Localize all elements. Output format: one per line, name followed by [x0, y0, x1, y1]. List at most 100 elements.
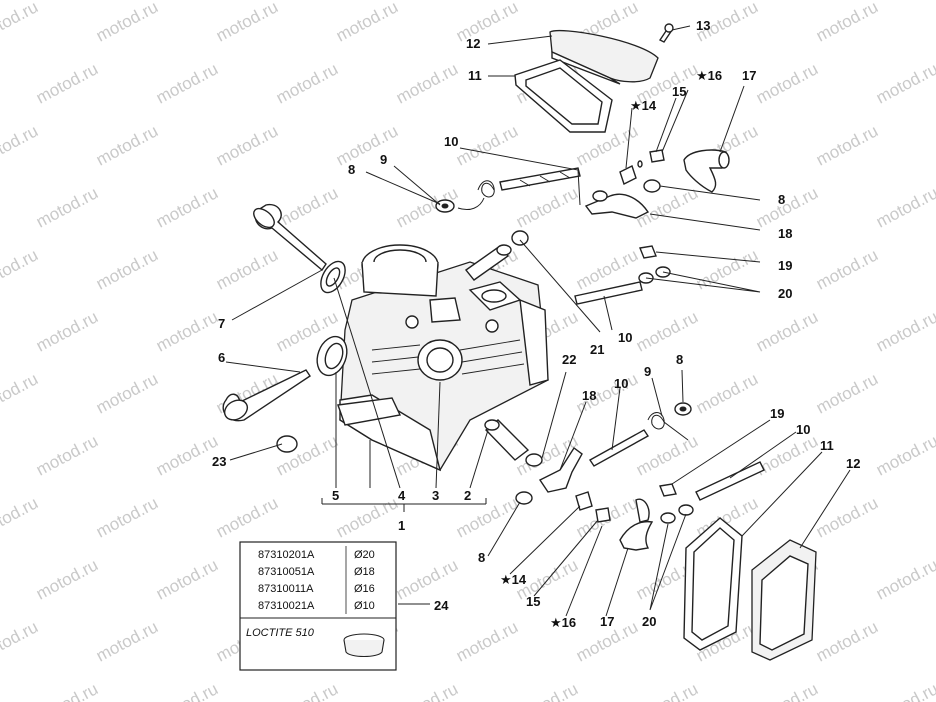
- watermark-text: motod.ru: [273, 183, 341, 231]
- callout-22: 22: [562, 352, 576, 367]
- callout-6: 6: [218, 350, 225, 365]
- watermark-text: motod.ru: [453, 121, 521, 169]
- watermark-text: motod.ru: [0, 0, 41, 46]
- watermark-text: motod.ru: [813, 121, 881, 169]
- callout-5: 5: [332, 488, 339, 503]
- watermark-text: motod.ru: [753, 307, 821, 355]
- cylinder-head-drawing: [337, 244, 549, 472]
- watermark-text: motod.ru: [153, 307, 221, 355]
- watermark-text: motod.ru: [213, 121, 281, 169]
- watermark-text: motod.ru: [453, 0, 521, 46]
- watermark-text: motod.ru: [693, 369, 761, 417]
- watermark-text: motod.ru: [0, 245, 41, 293]
- watermark-text: motod.ru: [873, 307, 936, 355]
- small-parts-upper-drawing: [619, 149, 665, 193]
- callout-21: 21: [590, 342, 604, 357]
- watermark-text: motod.ru: [33, 431, 101, 479]
- leader-lines: [225, 25, 851, 617]
- watermark-text: motod.ru: [393, 555, 461, 603]
- watermark-text: motod.ru: [693, 245, 761, 293]
- cover-lower-drawing: [751, 539, 817, 661]
- callout-2: 2: [464, 488, 471, 503]
- table-row-2-code: 87310051A: [258, 566, 315, 578]
- watermark-text: motod.ru: [33, 183, 101, 231]
- nut-washer-upper-drawing: [638, 245, 671, 284]
- watermark-text: motod.ru: [153, 431, 221, 479]
- gasket-lower-drawing: [683, 517, 743, 651]
- watermark-text: motod.ru: [93, 245, 161, 293]
- gasket-top-drawing: [514, 59, 613, 133]
- callout-9-upper: 9: [380, 152, 387, 167]
- callout-9-lower: 9: [644, 364, 651, 379]
- watermark-text: motod.ru: [813, 369, 881, 417]
- callout-11-bottom: 11: [820, 438, 834, 453]
- watermark-text: motod.ru: [333, 493, 401, 541]
- watermark-text: motod.ru: [93, 617, 161, 665]
- assembly-bracket: [321, 498, 487, 512]
- callout-16-top: ★16: [696, 68, 722, 83]
- watermark-text: motod.ru: [273, 679, 341, 702]
- watermark-text: motod.ru: [213, 0, 281, 46]
- watermark-text: motod.ru: [453, 617, 521, 665]
- watermark-text: motod.ru: [213, 245, 281, 293]
- watermark-text: motod.ru: [873, 555, 936, 603]
- callout-24: 24: [434, 598, 449, 613]
- callout-7: 7: [218, 316, 225, 331]
- callout-17-top: 17: [742, 68, 756, 83]
- callout-12-bottom: 12: [846, 456, 860, 471]
- rocker-arm-upper-drawing: [584, 190, 650, 219]
- callout-18-bottom: 18: [582, 388, 596, 403]
- spring-lower-drawing: [647, 402, 692, 441]
- callout-11-top: 11: [468, 68, 482, 83]
- sealant-label: LOCTITE 510: [246, 627, 315, 639]
- rocker-arm-lower-drawing: [515, 446, 583, 505]
- callout-10-mid: 10: [618, 330, 632, 345]
- callout-10-lower: 10: [614, 376, 628, 391]
- watermark-text: motod.ru: [213, 493, 281, 541]
- cap-21-drawing: [511, 230, 529, 246]
- rocker-shaft-lower-right-drawing: [695, 461, 765, 501]
- nut-washer-lower-drawing: [659, 483, 694, 524]
- rocker-shaft-lower-drawing: [588, 429, 650, 467]
- callout-4: 4: [398, 488, 406, 503]
- watermark-text: motod.ru: [93, 121, 161, 169]
- callout-15-top: 15: [672, 84, 686, 99]
- table-row-4-size: Ø10: [354, 600, 375, 612]
- callout-14-bottom: ★14: [500, 572, 527, 587]
- watermark-text: motod.ru: [873, 679, 936, 702]
- table-row-3-size: Ø16: [354, 583, 375, 595]
- watermark-text: motod.ru: [873, 431, 936, 479]
- watermark-text: motod.ru: [813, 617, 881, 665]
- callout-8-right: 8: [778, 192, 785, 207]
- watermark-text: motod.ru: [813, 493, 881, 541]
- valve-6-drawing: [222, 369, 311, 422]
- watermark-text: motod.ru: [153, 679, 221, 702]
- watermark-text: motod.ru: [513, 679, 581, 702]
- watermark-text: motod.ru: [153, 555, 221, 603]
- parts-table: 87310201A Ø20 87310051A Ø18 87310011A Ø1…: [239, 541, 397, 671]
- callout-10-upper: 10: [444, 134, 458, 149]
- rocker-shaft-upper-drawing: [499, 167, 581, 191]
- watermark-text: motod.ru: [813, 245, 881, 293]
- small-parts-lower-drawing: [575, 491, 611, 523]
- callout-19-bottom: 19: [770, 406, 784, 421]
- watermark-text: motod.ru: [0, 493, 41, 541]
- table-row-2-size: Ø18: [354, 566, 375, 578]
- seal-ring-drawing: [320, 260, 346, 294]
- rocker-shaft-mid-drawing: [574, 281, 643, 305]
- callout-23: 23: [212, 454, 226, 469]
- watermark-text: motod.ru: [93, 0, 161, 46]
- callout-10-right: 10: [796, 422, 810, 437]
- valve-7-drawing: [253, 203, 327, 272]
- rocker-17-upper-drawing: [683, 149, 730, 193]
- watermark-text: motod.ru: [633, 679, 701, 702]
- table-row-1-size: Ø20: [354, 549, 375, 561]
- valve-guide-drawing: [464, 244, 530, 461]
- callout-15-bottom: 15: [526, 594, 540, 609]
- callout-13: 13: [696, 18, 710, 33]
- spring-upper-drawing: [435, 180, 495, 213]
- callout-12-top: 12: [466, 36, 480, 51]
- watermark-text: motod.ru: [33, 555, 101, 603]
